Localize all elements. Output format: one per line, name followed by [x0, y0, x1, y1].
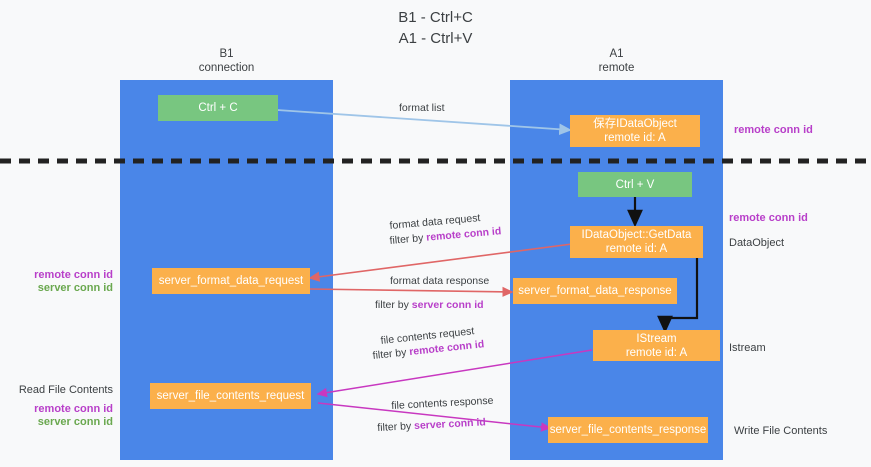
- server-conn-id-token: server conn id: [411, 299, 484, 311]
- edge-label-format-data-response: format data response: [390, 275, 490, 287]
- annotation-left-remote-conn-id-bot: remote conn id: [34, 403, 113, 415]
- node-server-format-data-request[interactable]: server_format_data_request: [152, 268, 310, 294]
- edge-label-format-data-response-filter: filter by server conn id: [375, 298, 484, 312]
- node-idataobject-getdata[interactable]: IDataObject::GetData remote id: A: [570, 226, 703, 258]
- annotation-left-remote-conn-id-mid: remote conn id: [34, 269, 113, 281]
- edge-label-file-contents-response-filter: filter by server conn id: [377, 415, 486, 435]
- annotation-istream: Istream: [729, 342, 766, 354]
- node-ctrl-c[interactable]: Ctrl + C: [158, 95, 278, 121]
- lane-header-a1: A1 remote: [598, 48, 635, 74]
- filter-prefix: filter by: [375, 299, 412, 311]
- filter-prefix: filter by: [372, 346, 410, 362]
- edge-label-file-contents-response: file contents response: [391, 394, 494, 412]
- server-conn-id-token: server conn id: [413, 416, 487, 433]
- diagram-title: B1 - Ctrl+C A1 - Ctrl+V: [398, 9, 473, 47]
- lane-header-b1: B1 connection: [198, 48, 255, 74]
- annotation-dataobject: DataObject: [729, 237, 785, 249]
- filter-prefix: filter by: [389, 231, 427, 247]
- edge-label-format-list: format list: [399, 102, 445, 114]
- annotation-remote-conn-id-mid: remote conn id: [729, 212, 808, 224]
- annotation-remote-conn-id-top: remote conn id: [734, 124, 813, 136]
- node-save-idataobject[interactable]: 保存IDataObject remote id: A: [570, 115, 700, 147]
- node-istream[interactable]: IStream remote id: A: [593, 330, 720, 361]
- annotation-left-server-conn-id-bot: server conn id: [37, 416, 113, 428]
- node-server-file-contents-response[interactable]: server_file_contents_response: [548, 417, 708, 443]
- node-server-file-contents-request[interactable]: server_file_contents_request: [150, 383, 311, 409]
- annotation-left-server-conn-id-mid: server conn id: [37, 282, 113, 294]
- node-server-format-data-response[interactable]: server_format_data_response: [513, 278, 677, 304]
- annotation-write-file-contents: Write File Contents: [734, 425, 828, 437]
- annotation-read-file-contents: Read File Contents: [18, 384, 113, 396]
- node-ctrl-v[interactable]: Ctrl + V: [578, 172, 692, 197]
- filter-prefix: filter by: [377, 420, 415, 434]
